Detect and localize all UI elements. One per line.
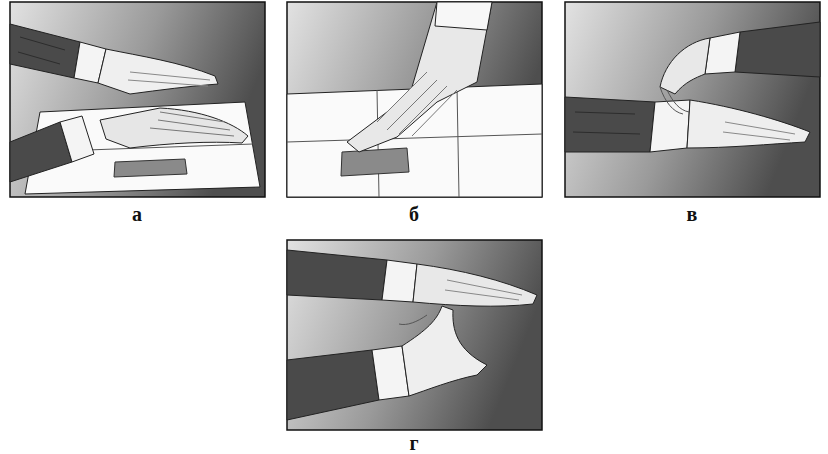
panel-a-drawing	[128, 72, 210, 86]
panel-d-drawing	[413, 264, 537, 306]
panel-b-drawing	[435, 2, 492, 30]
panel-b-drawing	[347, 2, 492, 152]
panel-a-drawing	[18, 37, 65, 64]
panel-d-drawing	[399, 315, 427, 325]
panel-d-drawing	[287, 250, 387, 300]
panel-d-drawing	[382, 260, 417, 302]
panel-c-drawing	[650, 100, 690, 152]
panel-a-drawing	[114, 159, 187, 177]
panel-d-drawing	[287, 240, 542, 430]
panel-c-drawing	[735, 22, 820, 77]
panel-d-drawing	[445, 280, 522, 300]
panel-a-drawing	[10, 2, 265, 197]
panel-a-drawing	[10, 2, 265, 197]
panel-a-drawing	[98, 49, 218, 94]
panel-a-drawing	[60, 116, 94, 162]
panel-b-drawing	[287, 134, 542, 142]
panel-c-drawing	[573, 112, 640, 134]
panel-c-drawing	[565, 97, 655, 152]
panel-c-drawing	[660, 38, 710, 94]
panel-c-drawing	[565, 2, 820, 197]
panel-b-drawing	[287, 2, 542, 197]
panel-b-drawing	[341, 148, 409, 176]
panel-letter: б	[384, 203, 444, 225]
panel-a-drawing	[100, 108, 248, 148]
panel-d-drawing	[287, 350, 379, 420]
panel-d-drawing	[402, 306, 487, 396]
panel-c-drawing	[687, 100, 810, 148]
panel-b-drawing	[287, 2, 542, 197]
panel-a-drawing	[10, 24, 80, 78]
panel-b-drawing	[457, 87, 459, 197]
panel-b-drawing	[377, 72, 457, 136]
panel-a-drawing	[150, 112, 234, 136]
panel-c-drawing	[723, 122, 795, 140]
panel-letter: в	[662, 203, 722, 225]
panel-d-drawing	[287, 240, 542, 430]
panel-c-drawing	[660, 87, 689, 114]
panel-c-drawing	[565, 2, 820, 197]
panel-letter: а	[107, 203, 167, 225]
panel-letter: г	[384, 432, 444, 454]
